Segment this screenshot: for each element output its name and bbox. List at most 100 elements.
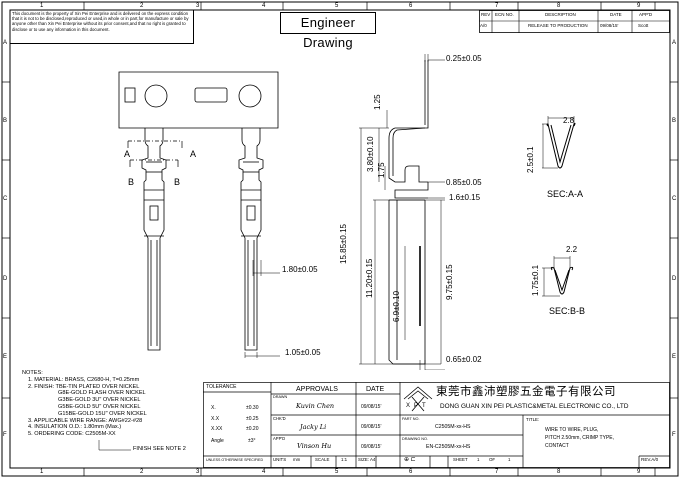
dim-1-75: 1.75: [377, 162, 386, 178]
projection-icon: ⊕ ⊏: [404, 457, 416, 463]
chkd-date: 09/08/15': [361, 424, 382, 430]
company-logo-text: XPT: [406, 403, 430, 409]
dim-0-65: 0.65±0.02: [446, 355, 482, 364]
finish-see-note: FINISH SEE NOTE 2: [133, 446, 186, 452]
col-label-5: 5: [335, 3, 339, 9]
rev-header-appd: APP'D: [639, 12, 653, 17]
note-3: 3. APPLICABLE WIRE RANGE: AWG#22-#28: [28, 417, 143, 424]
note-2-g3be: G3BE-GOLD 3U" OVER NICKEL: [58, 397, 141, 404]
note-2-g15be: G15BE-GOLD 15U" OVER NICKEL: [58, 410, 147, 417]
rev-header-rev: REV: [481, 12, 491, 17]
section-a-height-dim: 2.5±0.1: [526, 146, 535, 173]
row-label-c: C: [3, 196, 8, 202]
tol-xx-label: X.X: [211, 416, 220, 422]
title-block-lines: [203, 382, 670, 468]
notes-block: NOTES: 1. MATERIAL: BRASS, C2680-H, T=0.…: [22, 370, 202, 438]
rev-header-ecn: ECN NO.: [495, 12, 514, 17]
dim-0-25: 0.25±0.05: [446, 54, 482, 63]
section-a-label: SEC:A-A: [547, 189, 584, 199]
col-label-3: 3: [196, 3, 200, 9]
tol-xx-value: ±0.25: [246, 416, 259, 422]
dim-1-80: 1.80±0.05: [282, 265, 318, 274]
col-label-6-bottom: 6: [409, 469, 413, 475]
size-value: SIZE: A4: [358, 457, 376, 462]
chkd-name: Jacky Li: [300, 423, 327, 431]
approvals-title: APPROVALS: [296, 386, 338, 393]
drawing-no-value: EN-C2505M-xx-HS: [426, 444, 471, 450]
dim-9-75: 9.75±0.15: [445, 264, 454, 300]
drawn-role: DRAWN: [273, 395, 288, 399]
rev-row-rev: A/0: [480, 23, 487, 28]
col-label-3-bottom: 3: [196, 469, 200, 475]
row-label-d: D: [3, 276, 8, 282]
tol-xxx-label: X.XX: [211, 426, 223, 432]
drawn-date: 09/08/15': [361, 404, 382, 410]
row-label-e: E: [3, 354, 8, 360]
col-label-8-bottom: 8: [557, 469, 561, 475]
dim-3-80: 3.80±0.10: [366, 136, 375, 172]
title-label: TITLE:: [526, 417, 540, 422]
terminal-side-view: [359, 54, 445, 370]
appd-date: 09/08/15': [361, 444, 382, 450]
col-label-9: 9: [637, 3, 641, 9]
notes-title: NOTES:: [22, 370, 43, 376]
disclaimer-text: This document is the property of Xin Pei…: [12, 11, 189, 32]
tol-angle-value: ±3°: [248, 438, 256, 444]
sheet-no: 1: [477, 457, 480, 462]
col-label-9-bottom: 9: [637, 469, 641, 475]
row-label-b-right: B: [672, 118, 677, 124]
row-label-c-right: C: [672, 196, 677, 202]
col-label-7: 7: [495, 3, 499, 9]
company-logo-icon: [403, 386, 433, 412]
drawing-no-label: DRAWING NO.: [402, 437, 429, 441]
col-label-2-bottom: 2: [140, 469, 144, 475]
col-label-1: 1: [40, 3, 44, 9]
scale-label: SCALE: [315, 457, 330, 462]
title-line-3: CONTACT: [545, 443, 569, 449]
row-label-a: A: [3, 40, 8, 46]
rev-header-description: DESCRIPTION: [545, 12, 576, 17]
section-a-a-drawing: [542, 116, 576, 169]
dim-1-6: 1.6±0.15: [449, 193, 481, 202]
note-2: 2. FINISH: TBE-TIN PLATED OVER NICKEL: [28, 383, 140, 390]
appd-name: Vinson Hu: [297, 442, 332, 450]
section-a-width-dim: 2.8: [563, 116, 575, 125]
rev-value: REV.A/0: [641, 457, 659, 462]
col-label-5-bottom: 5: [335, 469, 339, 475]
sheet-total: 1: [508, 457, 511, 462]
dim-15-85: 15.85±0.15: [339, 224, 348, 264]
rev-row-date: 09/08/15': [600, 23, 619, 28]
tolerance-title: TOLERANCE: [206, 384, 237, 390]
row-label-f: F: [3, 432, 7, 438]
rev-header-date: DATE: [610, 12, 622, 17]
col-label-1-bottom: 1: [40, 469, 44, 475]
dim-1-05: 1.05±0.05: [285, 348, 321, 357]
note-2-g8e: G8E-GOLD FLASH OVER NICKEL: [58, 390, 146, 397]
dim-11-20: 11.20±0.15: [365, 258, 374, 298]
section-b-width-dim: 2.2: [566, 245, 578, 254]
tolerance-footer: UNLESS OTHERWISE SPECIFIED: [206, 458, 264, 462]
scale-value: 1:1: [341, 457, 348, 462]
approvals-date-title: DATE: [366, 386, 385, 393]
section-b-left-label: B: [128, 177, 135, 187]
dim-1-25: 1.25: [373, 94, 382, 110]
col-label-6: 6: [409, 3, 413, 9]
part-no-label: PART NO.: [402, 417, 420, 421]
note-4: 4. INSULATION O.D.: 1.80mm (Max.): [28, 424, 122, 431]
section-a-left-label: A: [124, 149, 131, 159]
note-5: 5. ORDERING CODE: C2505M-XX: [28, 431, 116, 438]
sheet-of: OF: [489, 457, 496, 462]
tol-x-value: ±0.30: [246, 405, 259, 411]
col-label-2: 2: [140, 3, 144, 9]
part-no-value: C2505M-xx-HS: [435, 424, 471, 430]
row-label-d-right: D: [672, 276, 677, 282]
appd-role: APP'D: [273, 436, 286, 441]
rev-row-appd: Scott: [638, 23, 649, 28]
col-label-4-bottom: 4: [262, 469, 266, 475]
title-banner-text: Engineer Drawing: [300, 15, 356, 50]
section-b-b-drawing: [542, 256, 574, 297]
company-name-cn: 東莞市鑫沛塑膠五金電子有限公司: [436, 384, 616, 398]
drawn-name: Kuvin Chen: [296, 402, 335, 410]
section-b-label: SEC:B-B: [549, 306, 586, 316]
